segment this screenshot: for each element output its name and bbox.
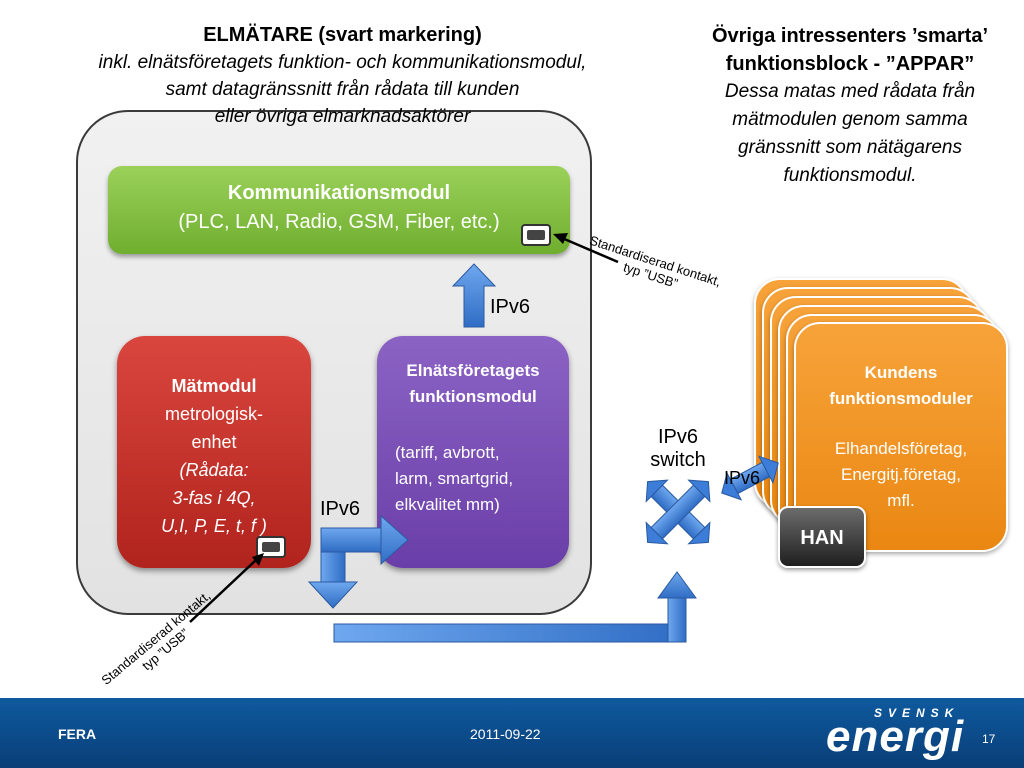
kund-module-title2: funktionsmoduler [829,389,973,408]
blue-arrow-icon [307,514,409,609]
right-header-sub4: funktionsmodul. [783,165,917,186]
right-header-title2: funktionsblock - ”APPAR” [725,53,975,75]
ipv6-switch-label-2: switch [650,449,706,471]
ipv6-switch-label-1: IPv6 [657,426,699,448]
grid-company-module: Elnätsföretagets funktionsmodul (tariff,… [377,336,569,568]
mat-module-title: Mätmodul [171,376,257,396]
eln-module-line2: larm, smartgrid, [395,469,514,488]
footer-date: 2011-09-22 [470,726,541,742]
kund-module-line2: Energitj.företag, [840,465,961,484]
blue-arrow-icon [451,263,497,328]
kund-module-line1: Elhandelsföretag, [834,439,968,458]
ipv6-label-han: IPv6 [724,468,761,488]
han-box: HAN [778,506,866,568]
measurement-module: Mätmodul metrologisk- enhet (Rådata: 3-f… [117,336,311,568]
kund-module-title1: Kundens [864,363,938,382]
page-number: 17 [982,732,996,746]
eln-module-line1: (tariff, avbrott, [395,443,500,462]
ipv6-switch-icon [645,479,711,545]
mat-module-line5: 3-fas i 4Q, [172,488,256,508]
usb-connector-icon [521,224,551,246]
right-header-sub2: mätmodulen genom samma [732,109,968,130]
usb-pointer-bottom [189,553,264,623]
right-header-title1: Övriga intressenters ’smarta’ [711,25,989,47]
left-header-line3: samt datagränssnitt från rådata till kun… [165,79,520,100]
kund-module-line3: mfl. [887,491,915,510]
ipv6-label-left: IPv6 [320,498,361,520]
left-header-line2: inkl. elnätsföretagets funktion- och kom… [98,52,587,73]
comm-module-text: (PLC, LAN, Radio, GSM, Fiber, etc.) [178,211,500,233]
mat-module-line4: (Rådata: [179,460,249,480]
eln-module-title2: funktionsmodul [409,387,537,406]
left-header-title: ELMÄTARE (svart markering) [203,24,482,46]
left-header: ELMÄTARE (svart markering) inkl. elnätsf… [60,22,625,103]
blue-arrow-icon [333,571,697,643]
usb-pointer-top [553,233,619,264]
footer-bar [0,698,1024,768]
footer-fera: FERA [58,726,97,742]
right-header-sub3: gränssnitt som nätägarens [738,137,962,158]
eln-module-line3: elkvalitet mm) [395,495,500,514]
comm-module-title: Kommunikationsmodul [227,182,451,204]
mat-module-line6: U,I, P, E, t, f ) [161,516,267,536]
communication-module: Kommunikationsmodul (PLC, LAN, Radio, GS… [108,166,570,254]
usb-connector-icon [256,536,286,558]
right-header: Övriga intressenters ’smarta’ funktionsb… [690,22,1010,190]
left-header-line4: eller övriga elmarknadsaktörer [214,106,471,127]
brand-top: SVENSK [874,706,960,720]
ipv6-switch-label: IPv6 switch [638,426,718,472]
brand-main: energi [826,712,965,761]
mat-module-line3: enhet [191,432,237,452]
mat-module-line2: metrologisk- [164,404,264,424]
ipv6-label-up: IPv6 [490,296,531,318]
blue-arrow-icon [721,455,779,501]
eln-module-title1: Elnätsföretagets [406,361,540,380]
right-header-sub1: Dessa matas med rådata från [724,81,976,102]
